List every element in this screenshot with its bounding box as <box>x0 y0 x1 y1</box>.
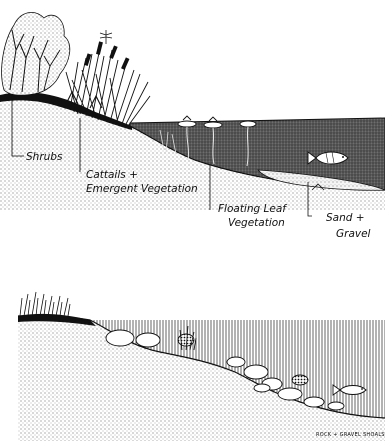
label-floating-2: Vegetation <box>228 217 285 229</box>
label-floating-1: Floating Leaf <box>218 203 288 215</box>
dragonfly-icon <box>100 30 112 44</box>
label-shrubs: Shrubs <box>26 151 63 163</box>
tree-icon <box>2 12 70 95</box>
grass-tuft <box>20 292 70 316</box>
label-shoals: ROCK + GRAVEL SHOALS <box>316 432 385 438</box>
label-cattails-1: Cattails + <box>86 169 138 181</box>
bottom-cross-section: ROCK + GRAVEL SHOALS <box>18 292 385 441</box>
label-sand-2: Gravel <box>336 228 371 240</box>
top-cross-section: Shrubs Cattails + Emergent Vegetation Fl… <box>0 12 385 240</box>
label-cattails-2: Emergent Vegetation <box>86 183 198 195</box>
label-sand-1: Sand + <box>326 212 365 224</box>
